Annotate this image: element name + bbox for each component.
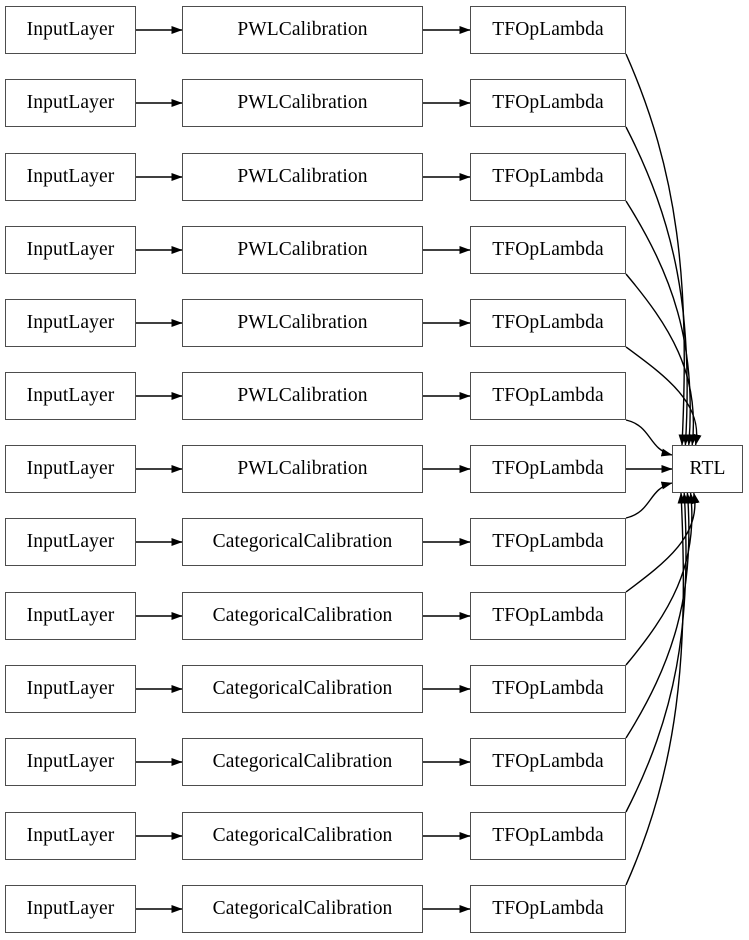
node-input-layer[interactable]: InputLayer [5,372,136,420]
node-input-layer[interactable]: InputLayer [5,518,136,566]
node-calibration[interactable]: CategoricalCalibration [182,738,423,786]
node-calibration[interactable]: CategoricalCalibration [182,665,423,713]
node-input-layer[interactable]: InputLayer [5,665,136,713]
node-tf-op-lambda-label: TFOpLambda [492,238,604,260]
node-calibration-label: PWLCalibration [237,384,368,406]
node-tf-op-lambda[interactable]: TFOpLambda [470,665,626,713]
edge-lambda-to-rtl [625,200,694,446]
node-input-layer[interactable]: InputLayer [5,153,136,201]
node-calibration-label: CategoricalCalibration [212,897,393,919]
node-tf-op-lambda-label: TFOpLambda [492,897,604,919]
node-tf-op-lambda-label: TFOpLambda [492,384,604,406]
node-tf-op-lambda[interactable]: TFOpLambda [470,445,626,493]
node-input-layer-label: InputLayer [26,165,115,187]
node-calibration-label: PWLCalibration [237,91,368,113]
node-tf-op-lambda-label: TFOpLambda [492,824,604,846]
node-rtl[interactable]: RTL [672,445,743,493]
node-tf-op-lambda-label: TFOpLambda [492,604,604,626]
node-tf-op-lambda-label: TFOpLambda [492,18,604,40]
node-calibration-label: CategoricalCalibration [212,604,393,626]
node-tf-op-lambda[interactable]: TFOpLambda [470,592,626,640]
node-calibration[interactable]: PWLCalibration [182,79,423,127]
node-input-layer[interactable]: InputLayer [5,6,136,54]
node-rtl-label: RTL [689,457,726,479]
node-calibration[interactable]: PWLCalibration [182,153,423,201]
edge-lambda-to-rtl [625,273,698,446]
node-calibration[interactable]: CategoricalCalibration [182,812,423,860]
node-calibration-label: PWLCalibration [237,457,368,479]
edge-lambda-to-rtl [625,492,693,739]
node-tf-op-lambda[interactable]: TFOpLambda [470,153,626,201]
node-input-layer[interactable]: InputLayer [5,592,136,640]
node-tf-op-lambda-label: TFOpLambda [492,457,604,479]
node-tf-op-lambda[interactable]: TFOpLambda [470,79,626,127]
node-calibration-label: CategoricalCalibration [212,750,393,772]
node-input-layer[interactable]: InputLayer [5,299,136,347]
edge-lambda-to-rtl [625,481,673,519]
node-tf-op-lambda[interactable]: TFOpLambda [470,885,626,933]
node-calibration-label: CategoricalCalibration [212,677,393,699]
edge-lambda-to-rtl [625,492,689,813]
node-input-layer-label: InputLayer [26,897,115,919]
node-input-layer[interactable]: InputLayer [5,445,136,493]
node-input-layer[interactable]: InputLayer [5,226,136,274]
node-calibration[interactable]: CategoricalCalibration [182,592,423,640]
node-tf-op-lambda[interactable]: TFOpLambda [470,812,626,860]
node-tf-op-lambda[interactable]: TFOpLambda [470,518,626,566]
node-tf-op-lambda-label: TFOpLambda [492,165,604,187]
node-tf-op-lambda-label: TFOpLambda [492,530,604,552]
node-input-layer-label: InputLayer [26,311,115,333]
node-input-layer-label: InputLayer [26,530,115,552]
node-tf-op-lambda-label: TFOpLambda [492,91,604,113]
node-calibration-label: PWLCalibration [237,238,368,260]
node-input-layer[interactable]: InputLayer [5,812,136,860]
node-input-layer-label: InputLayer [26,457,115,479]
node-input-layer-label: InputLayer [26,18,115,40]
edge-lambda-to-rtl [625,419,673,457]
node-tf-op-lambda-label: TFOpLambda [492,311,604,333]
node-calibration-label: PWLCalibration [237,165,368,187]
node-calibration-label: PWLCalibration [237,18,368,40]
node-input-layer-label: InputLayer [26,384,115,406]
node-tf-op-lambda[interactable]: TFOpLambda [470,6,626,54]
node-tf-op-lambda[interactable]: TFOpLambda [470,299,626,347]
edge-lambda-to-rtl [625,492,696,666]
node-calibration-label: CategoricalCalibration [212,530,393,552]
edge-lambda-to-rtl [625,126,691,446]
node-input-layer-label: InputLayer [26,238,115,260]
node-input-layer[interactable]: InputLayer [5,79,136,127]
node-input-layer-label: InputLayer [26,750,115,772]
node-tf-op-lambda[interactable]: TFOpLambda [470,372,626,420]
edge-lambda-to-rtl [625,492,686,886]
node-input-layer-label: InputLayer [26,824,115,846]
node-calibration[interactable]: PWLCalibration [182,226,423,274]
node-input-layer-label: InputLayer [26,604,115,626]
node-tf-op-lambda-label: TFOpLambda [492,750,604,772]
node-input-layer-label: InputLayer [26,91,115,113]
node-calibration[interactable]: PWLCalibration [182,372,423,420]
edge-lambda-to-rtl [625,492,700,593]
node-calibration[interactable]: CategoricalCalibration [182,885,423,933]
node-tf-op-lambda[interactable]: TFOpLambda [470,226,626,274]
node-input-layer[interactable]: InputLayer [5,885,136,933]
node-tf-op-lambda-label: TFOpLambda [492,677,604,699]
node-calibration-label: CategoricalCalibration [212,824,393,846]
node-calibration[interactable]: PWLCalibration [182,445,423,493]
node-input-layer[interactable]: InputLayer [5,738,136,786]
node-calibration[interactable]: CategoricalCalibration [182,518,423,566]
node-calibration[interactable]: PWLCalibration [182,6,423,54]
node-calibration-label: PWLCalibration [237,311,368,333]
node-calibration[interactable]: PWLCalibration [182,299,423,347]
edge-lambda-to-rtl [625,53,687,446]
node-input-layer-label: InputLayer [26,677,115,699]
edge-lambda-to-rtl [625,346,702,446]
node-tf-op-lambda[interactable]: TFOpLambda [470,738,626,786]
